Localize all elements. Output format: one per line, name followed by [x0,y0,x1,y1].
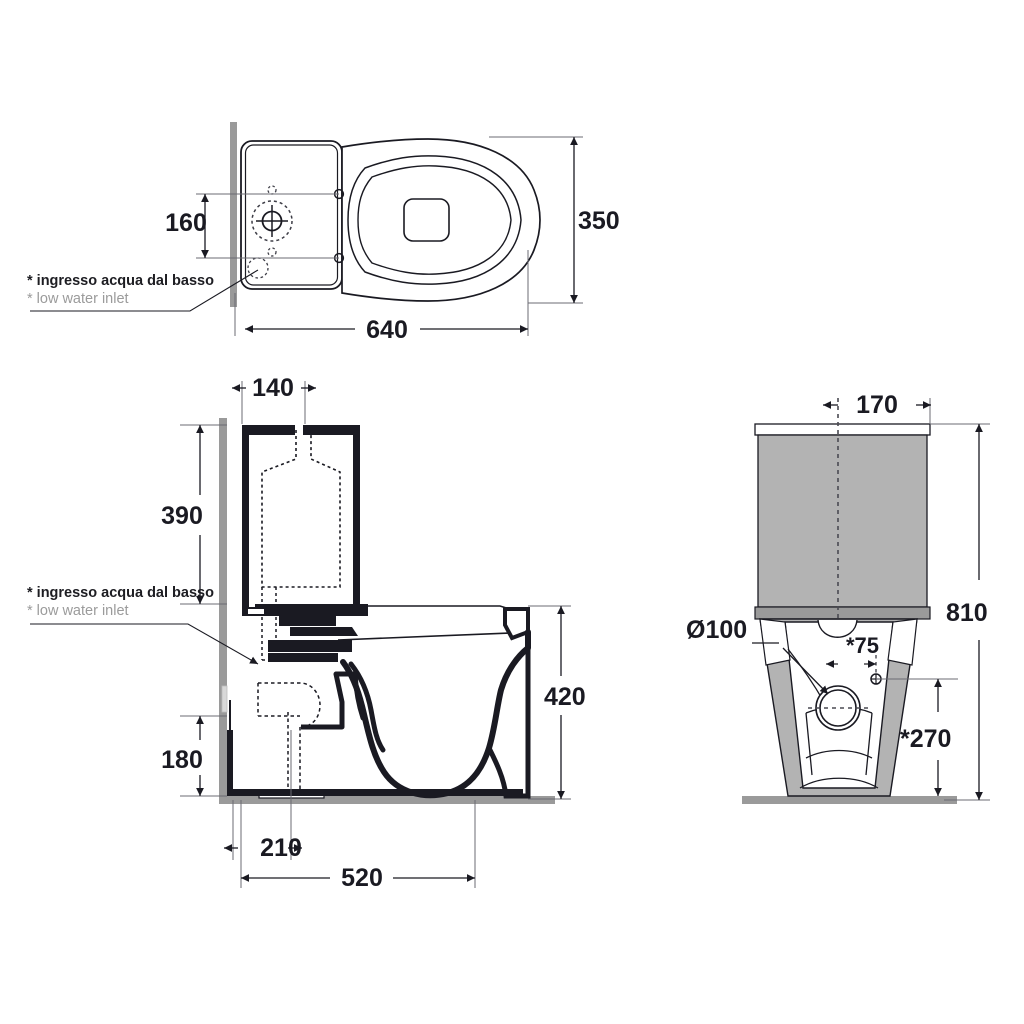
plan-cistern-inner-outline [244,144,339,286]
front-dim-270-label: *270 [900,725,951,753]
side-outlet-hidden-drop [287,712,301,796]
plan-seat-ring-outer [347,155,522,285]
side-cistern-lid-left [242,425,295,435]
front-dim-170-label: 170 [856,391,898,419]
plan-note-leader [30,269,259,312]
side-dim-180-label: 180 [161,746,203,774]
side-dim-390-label: 390 [161,502,203,530]
plan-water-inlet-dashed-circle [251,200,293,242]
front-contour-sides [805,712,873,776]
side-cistern-base-plate [242,607,368,616]
side-cistern-lid-right [303,425,360,435]
front-cistern-lid [754,423,931,436]
plan-dim-640-label: 640 [366,316,408,344]
side-section-view: 140 390 180 420 210 520 * ingresso acqua [27,374,586,892]
side-outlet-hidden-lower [257,683,300,717]
side-note-english: * low water inlet [27,603,129,619]
side-rim-step-1 [279,616,336,626]
plan-dim-160-label: 160 [165,209,207,237]
side-cistern-hidden-tank [261,430,341,588]
side-rim-step-2 [290,627,358,636]
side-rim-bar [268,640,352,652]
side-cistern-base-slot [248,609,264,614]
side-dim-140-label: 140 [252,374,294,402]
plan-flush-button [403,198,450,242]
front-contour-lower [805,749,873,759]
side-wall-plate [221,685,228,713]
side-dim-420-label: 420 [544,683,586,711]
side-seat-underline [337,632,511,641]
front-rim-arc [817,619,858,638]
side-rim-bar-2 [268,653,338,662]
side-outlet-connector [301,673,345,730]
front-contour-foot [799,777,879,789]
side-note-italian: * ingresso acqua dal basso [27,585,214,601]
front-dim-75-label: *75 [846,633,879,658]
side-dim-210-label: 210 [260,834,302,862]
side-rear-skirt [227,730,233,796]
side-seat-hinge-wedge [503,607,530,641]
plan-note-english: * low water inlet [27,291,129,307]
front-view: Ø100 *75 170 *270 810 [686,391,990,804]
front-cistern-base-band [754,606,931,620]
plan-wall [230,122,237,307]
side-wall [219,418,227,801]
front-floor [742,796,957,804]
plan-dim-350-label: 350 [578,207,620,235]
front-cistern-body [757,434,928,608]
plan-seat-ring-inner [357,165,512,275]
side-outlet-hidden-upper [258,682,321,728]
plan-bowl-outline [341,138,541,302]
side-floor [219,796,555,804]
side-trap-inner-curve [348,661,386,753]
side-bowl-inner-wall [333,671,366,721]
plan-view: 160 350 640 * ingresso acqua dal basso *… [27,122,620,344]
side-cistern-wall-left [242,435,249,607]
plan-note-italian: * ingresso acqua dal basso [27,273,214,289]
plan-cistern-outline [240,140,343,290]
side-base-bar [233,789,523,796]
side-cistern-wall-right [353,435,360,607]
front-dim-d100-label: Ø100 [686,616,747,644]
side-dim-520-label: 520 [341,864,383,892]
side-note-leader [30,623,259,665]
front-d100-leader-arrow [782,647,829,695]
front-pan-shade-left [759,618,791,666]
front-pan-shade-right [887,618,918,666]
front-dim-810-label: 810 [946,599,988,627]
plan-hidden-hole-bottom [267,247,277,257]
